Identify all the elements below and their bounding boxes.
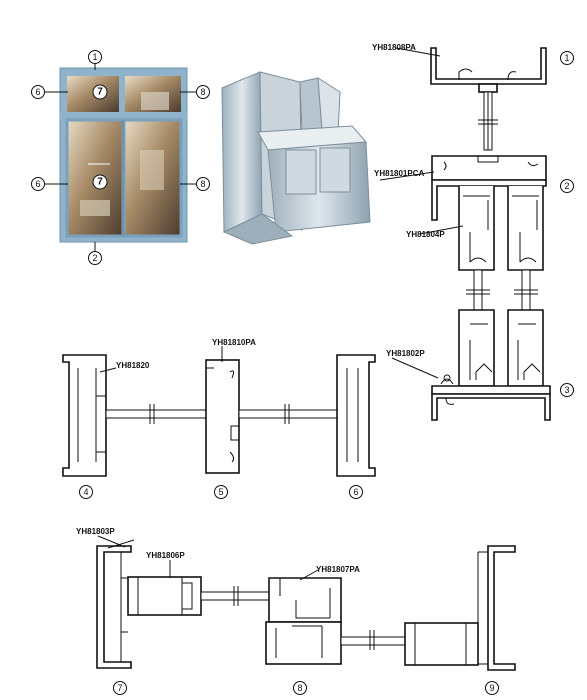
svg-text:1: 1 xyxy=(564,53,569,63)
section-number-7: 7 xyxy=(113,681,127,695)
svg-text:7: 7 xyxy=(97,87,103,98)
svg-text:8: 8 xyxy=(200,87,205,97)
label-yh81807pa: YH81807PA xyxy=(316,565,360,574)
svg-text:6: 6 xyxy=(35,179,40,189)
svg-text:6: 6 xyxy=(35,87,40,97)
section-number-3: 3 xyxy=(560,383,574,397)
section-number-1: 1 xyxy=(560,51,574,65)
photo-callout-7-top: 7 xyxy=(92,84,108,100)
section-middle-horizontal xyxy=(62,354,376,477)
section-number-5: 5 xyxy=(214,485,228,499)
section-number-8: 8 xyxy=(293,681,307,695)
label-yh81820: YH81820 xyxy=(116,361,150,370)
profile-3d-render xyxy=(221,71,371,245)
section-right-vertical xyxy=(430,47,551,421)
label-yh81808pa: YH81808PA xyxy=(372,43,416,52)
label-yh81803p: YH81803P xyxy=(76,527,115,536)
section-number-6: 6 xyxy=(349,485,363,499)
label-yh81804p: YH81804P xyxy=(406,230,445,239)
section-number-9: 9 xyxy=(485,681,499,695)
svg-text:6: 6 xyxy=(353,487,358,497)
svg-text:8: 8 xyxy=(200,179,205,189)
section-number-4: 4 xyxy=(79,485,93,499)
svg-text:7: 7 xyxy=(117,683,122,693)
svg-text:5: 5 xyxy=(218,487,223,497)
photo-callout-7-middle: 7 xyxy=(88,163,110,190)
section-number-2: 2 xyxy=(560,179,574,193)
window-photo xyxy=(59,67,188,243)
label-yh81801pca: YH81801PCA xyxy=(374,169,424,178)
svg-text:7: 7 xyxy=(97,177,103,188)
photo-callout-6-bottom: 6 xyxy=(31,177,68,191)
svg-text:4: 4 xyxy=(83,487,88,497)
photo-callout-8-bottom: 8 xyxy=(180,177,210,191)
svg-text:8: 8 xyxy=(297,683,302,693)
svg-text:9: 9 xyxy=(489,683,494,693)
svg-text:2: 2 xyxy=(564,181,569,191)
svg-text:3: 3 xyxy=(564,385,569,395)
photo-callout-6-top: 6 xyxy=(31,85,68,99)
leader-lines xyxy=(97,47,464,581)
photo-callout-1: 1 xyxy=(88,50,102,70)
svg-text:2: 2 xyxy=(92,253,97,263)
label-yh81806p: YH81806P xyxy=(146,551,185,560)
photo-callout-2: 2 xyxy=(88,242,102,265)
label-yh81802p: YH81802P xyxy=(386,349,425,358)
photo-callout-8-top: 8 xyxy=(180,85,210,99)
label-yh81810pa: YH81810PA xyxy=(212,338,256,347)
section-bottom-horizontal xyxy=(96,539,516,671)
svg-text:1: 1 xyxy=(92,52,97,62)
